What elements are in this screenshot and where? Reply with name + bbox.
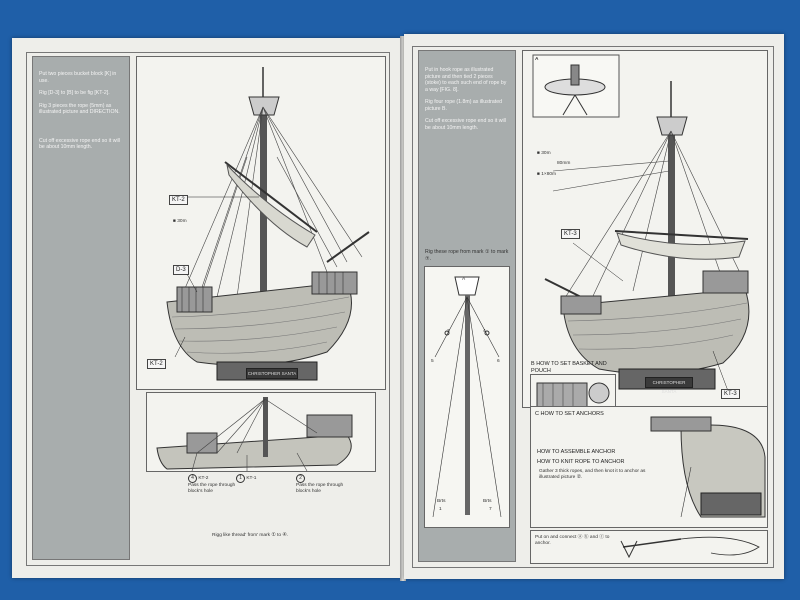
left-sidebar-instructions: Put two pieces bucket block [K] in use. … [39, 71, 121, 157]
detail-caption-2: 1 KT-1 [236, 474, 276, 483]
caption-3-num: 2 [296, 474, 305, 483]
kt2-top-label: KT-2 [169, 195, 188, 205]
ship-name-plate: CHRISTOPHER SANTA [246, 368, 298, 379]
anchor-ship-illustration [650, 416, 766, 518]
kt2-bottom-label: KT-2 [147, 359, 166, 369]
kt3-bottom-label: KT-3 [721, 389, 740, 399]
assemble-heading: HOW TO ASSEMBLE ANCHOR [537, 449, 616, 455]
left-instruction-4: Cut off excessive rope end so it will be… [39, 137, 120, 151]
rope-a-label: ■ 30m [537, 151, 551, 156]
right-page: 21 Put in hook rope as illustrated pictu… [404, 34, 784, 579]
anchors-panel: C HOW TO SET ANCHORS HOW TO ASSEMBLE ANC… [530, 406, 768, 528]
caption-1-text: Pass the rope through block's hole [188, 483, 236, 494]
mast-diagram-panel: A 3 4 5 6 Brts Brts 1 7 [424, 266, 510, 528]
caption-2-code: KT-1 [246, 476, 257, 481]
anchor-heading: C HOW TO SET ANCHORS [535, 411, 604, 417]
mast-num-6: 6 [497, 359, 500, 364]
right-instruction-1: Put in hook rope as illustrated picture … [425, 67, 507, 93]
caption-3-text: Pass the rope through block's hole [296, 483, 344, 494]
basket-heading: B HOW TO SET BASKET AND POUCH [531, 361, 607, 374]
ship-detail-illustration [156, 397, 353, 471]
caption-2-num: 1 [236, 474, 245, 483]
bottom-note: Put on and connect ⓐ ⓑ and ⓒ to anchor. [535, 535, 610, 546]
d3-label: D-3 [173, 265, 189, 275]
right-instruction-2: Rig four rope (1.8m) as illustrated pict… [425, 99, 502, 112]
rope-length-value: 30m [177, 219, 187, 224]
right-sidebar-instructions: Put in hook rope as illustrated picture … [425, 67, 509, 137]
rope-a-value: 30m [541, 151, 551, 156]
left-instruction-3: Rig 3 pieces the rope (5mm) as illustrat… [39, 102, 120, 116]
detail-caption-3: 2 Pass the rope through block's hole [296, 474, 356, 495]
right-page-frame [412, 46, 774, 568]
right-instruction-3: Cut off excessive rope end so it will be… [425, 118, 506, 131]
caption-1-num: 4 [188, 474, 197, 483]
brts-left-label: Brts [437, 499, 446, 504]
left-page: Put two pieces bucket block [K] in use. … [12, 38, 402, 578]
detail-ship-panel [146, 392, 376, 472]
rope-c-label: ■ 1×80m [537, 172, 557, 177]
right-ship-name-plate: CHRISTOPHER SANTA [645, 377, 693, 394]
detail-caption-1: 4 KT-2 Pass the rope through block's hol… [188, 474, 248, 495]
rope-c-value: 1×80m [541, 172, 557, 177]
anchor-connect-panel: Put on and connect ⓐ ⓑ and ⓒ to anchor. [530, 530, 768, 564]
knit-heading: HOW TO KNIT ROPE TO ANCHOR [537, 459, 625, 465]
mast-diagram [432, 276, 502, 518]
section-a-label: A [535, 57, 539, 62]
rig-caption: Rig these rope from mark ① to mark ⑦. [425, 249, 509, 262]
ship-illustration-right [532, 54, 750, 392]
left-instruction-2: Rig [D-3] to [B] to be fig [KT-2]. [39, 90, 110, 96]
mast-num-7: 7 [489, 507, 492, 512]
right-ship-panel: A ■ 30m 80mm ■ 1×80m KT-3 KT-3 CHRISTOPH… [522, 50, 768, 408]
ship-illustration-left [166, 67, 370, 381]
knit-text: Gather 3 thick ropes, and then knot it t… [539, 469, 646, 480]
left-footer-note: Rigg like thread' from' mark ① to ④. [212, 533, 289, 538]
left-page-frame [26, 52, 390, 566]
mast-num-5: 5 [431, 359, 434, 364]
kt3-top-label: KT-3 [561, 229, 580, 239]
main-ship-panel: KT-2 ■ 30m D-3 KT-2 [136, 56, 386, 390]
left-instruction-1: Put two pieces bucket block [K] in use. [39, 71, 117, 84]
rope-b-label: 80mm [557, 161, 571, 166]
page-fold [400, 36, 406, 581]
left-sidebar: Put two pieces bucket block [K] in use. … [32, 56, 130, 560]
anchor-diagram [620, 536, 760, 559]
mast-num-4: 4 [483, 329, 486, 334]
rope-length-label: ■ 30m [173, 219, 187, 224]
mast-num-1: 1 [439, 507, 442, 512]
mast-top-label: A [462, 277, 466, 282]
caption-1-code: KT-2 [198, 476, 209, 481]
mast-num-3: 3 [447, 329, 450, 334]
brts-right-label: Brts [483, 499, 492, 504]
